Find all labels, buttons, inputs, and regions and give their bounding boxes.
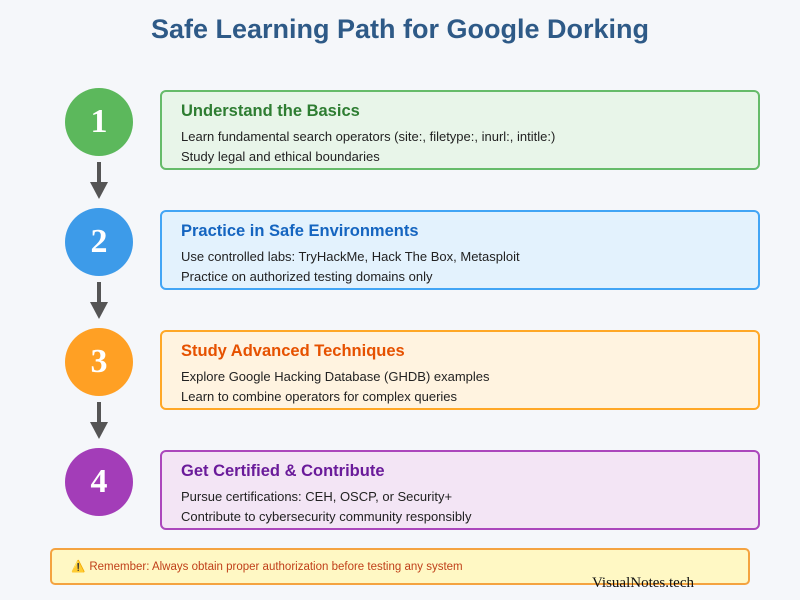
step-2-line-1: Use controlled labs: TryHackMe, Hack The… bbox=[181, 249, 520, 264]
step-1-line-2: Study legal and ethical boundaries bbox=[181, 149, 380, 164]
step-4-number-circle: 4 bbox=[65, 448, 133, 516]
step-1-line-1: Learn fundamental search operators (site… bbox=[181, 129, 556, 144]
warning-icon: ⚠️ bbox=[71, 561, 86, 573]
step-1-number-circle: 1 bbox=[65, 88, 133, 156]
step-4-line-1: Pursue certifications: CEH, OSCP, or Sec… bbox=[181, 489, 453, 504]
step-2-number-circle: 2 bbox=[65, 208, 133, 276]
step-1-title: Understand the Basics bbox=[181, 102, 360, 120]
warning-text: Remember: Always obtain proper authoriza… bbox=[89, 561, 463, 573]
step-2-line-2: Practice on authorized testing domains o… bbox=[181, 269, 433, 284]
step-4-card: Get Certified & Contribute Pursue certif… bbox=[160, 450, 760, 530]
step-3-title: Study Advanced Techniques bbox=[181, 342, 405, 360]
step-2-card: Practice in Safe Environments Use contro… bbox=[160, 210, 760, 290]
step-1-card: Understand the Basics Learn fundamental … bbox=[160, 90, 760, 170]
warning-banner: ⚠️Remember: Always obtain proper authori… bbox=[50, 548, 750, 585]
down-arrow-icon bbox=[90, 402, 108, 439]
step-3-line-1: Explore Google Hacking Database (GHDB) e… bbox=[181, 369, 490, 384]
step-2-title: Practice in Safe Environments bbox=[181, 222, 419, 240]
step-4-title: Get Certified & Contribute bbox=[181, 462, 385, 480]
down-arrow-icon bbox=[90, 162, 108, 199]
step-3-line-2: Learn to combine operators for complex q… bbox=[181, 389, 458, 404]
step-3-card: Study Advanced Techniques Explore Google… bbox=[160, 330, 760, 410]
watermark: VisualNotes.tech bbox=[592, 575, 694, 591]
step-4-line-2: Contribute to cybersecurity community re… bbox=[181, 509, 472, 524]
page-title: Safe Learning Path for Google Dorking bbox=[150, 14, 650, 44]
step-3-number-circle: 3 bbox=[65, 328, 133, 396]
down-arrow-icon bbox=[90, 282, 108, 319]
